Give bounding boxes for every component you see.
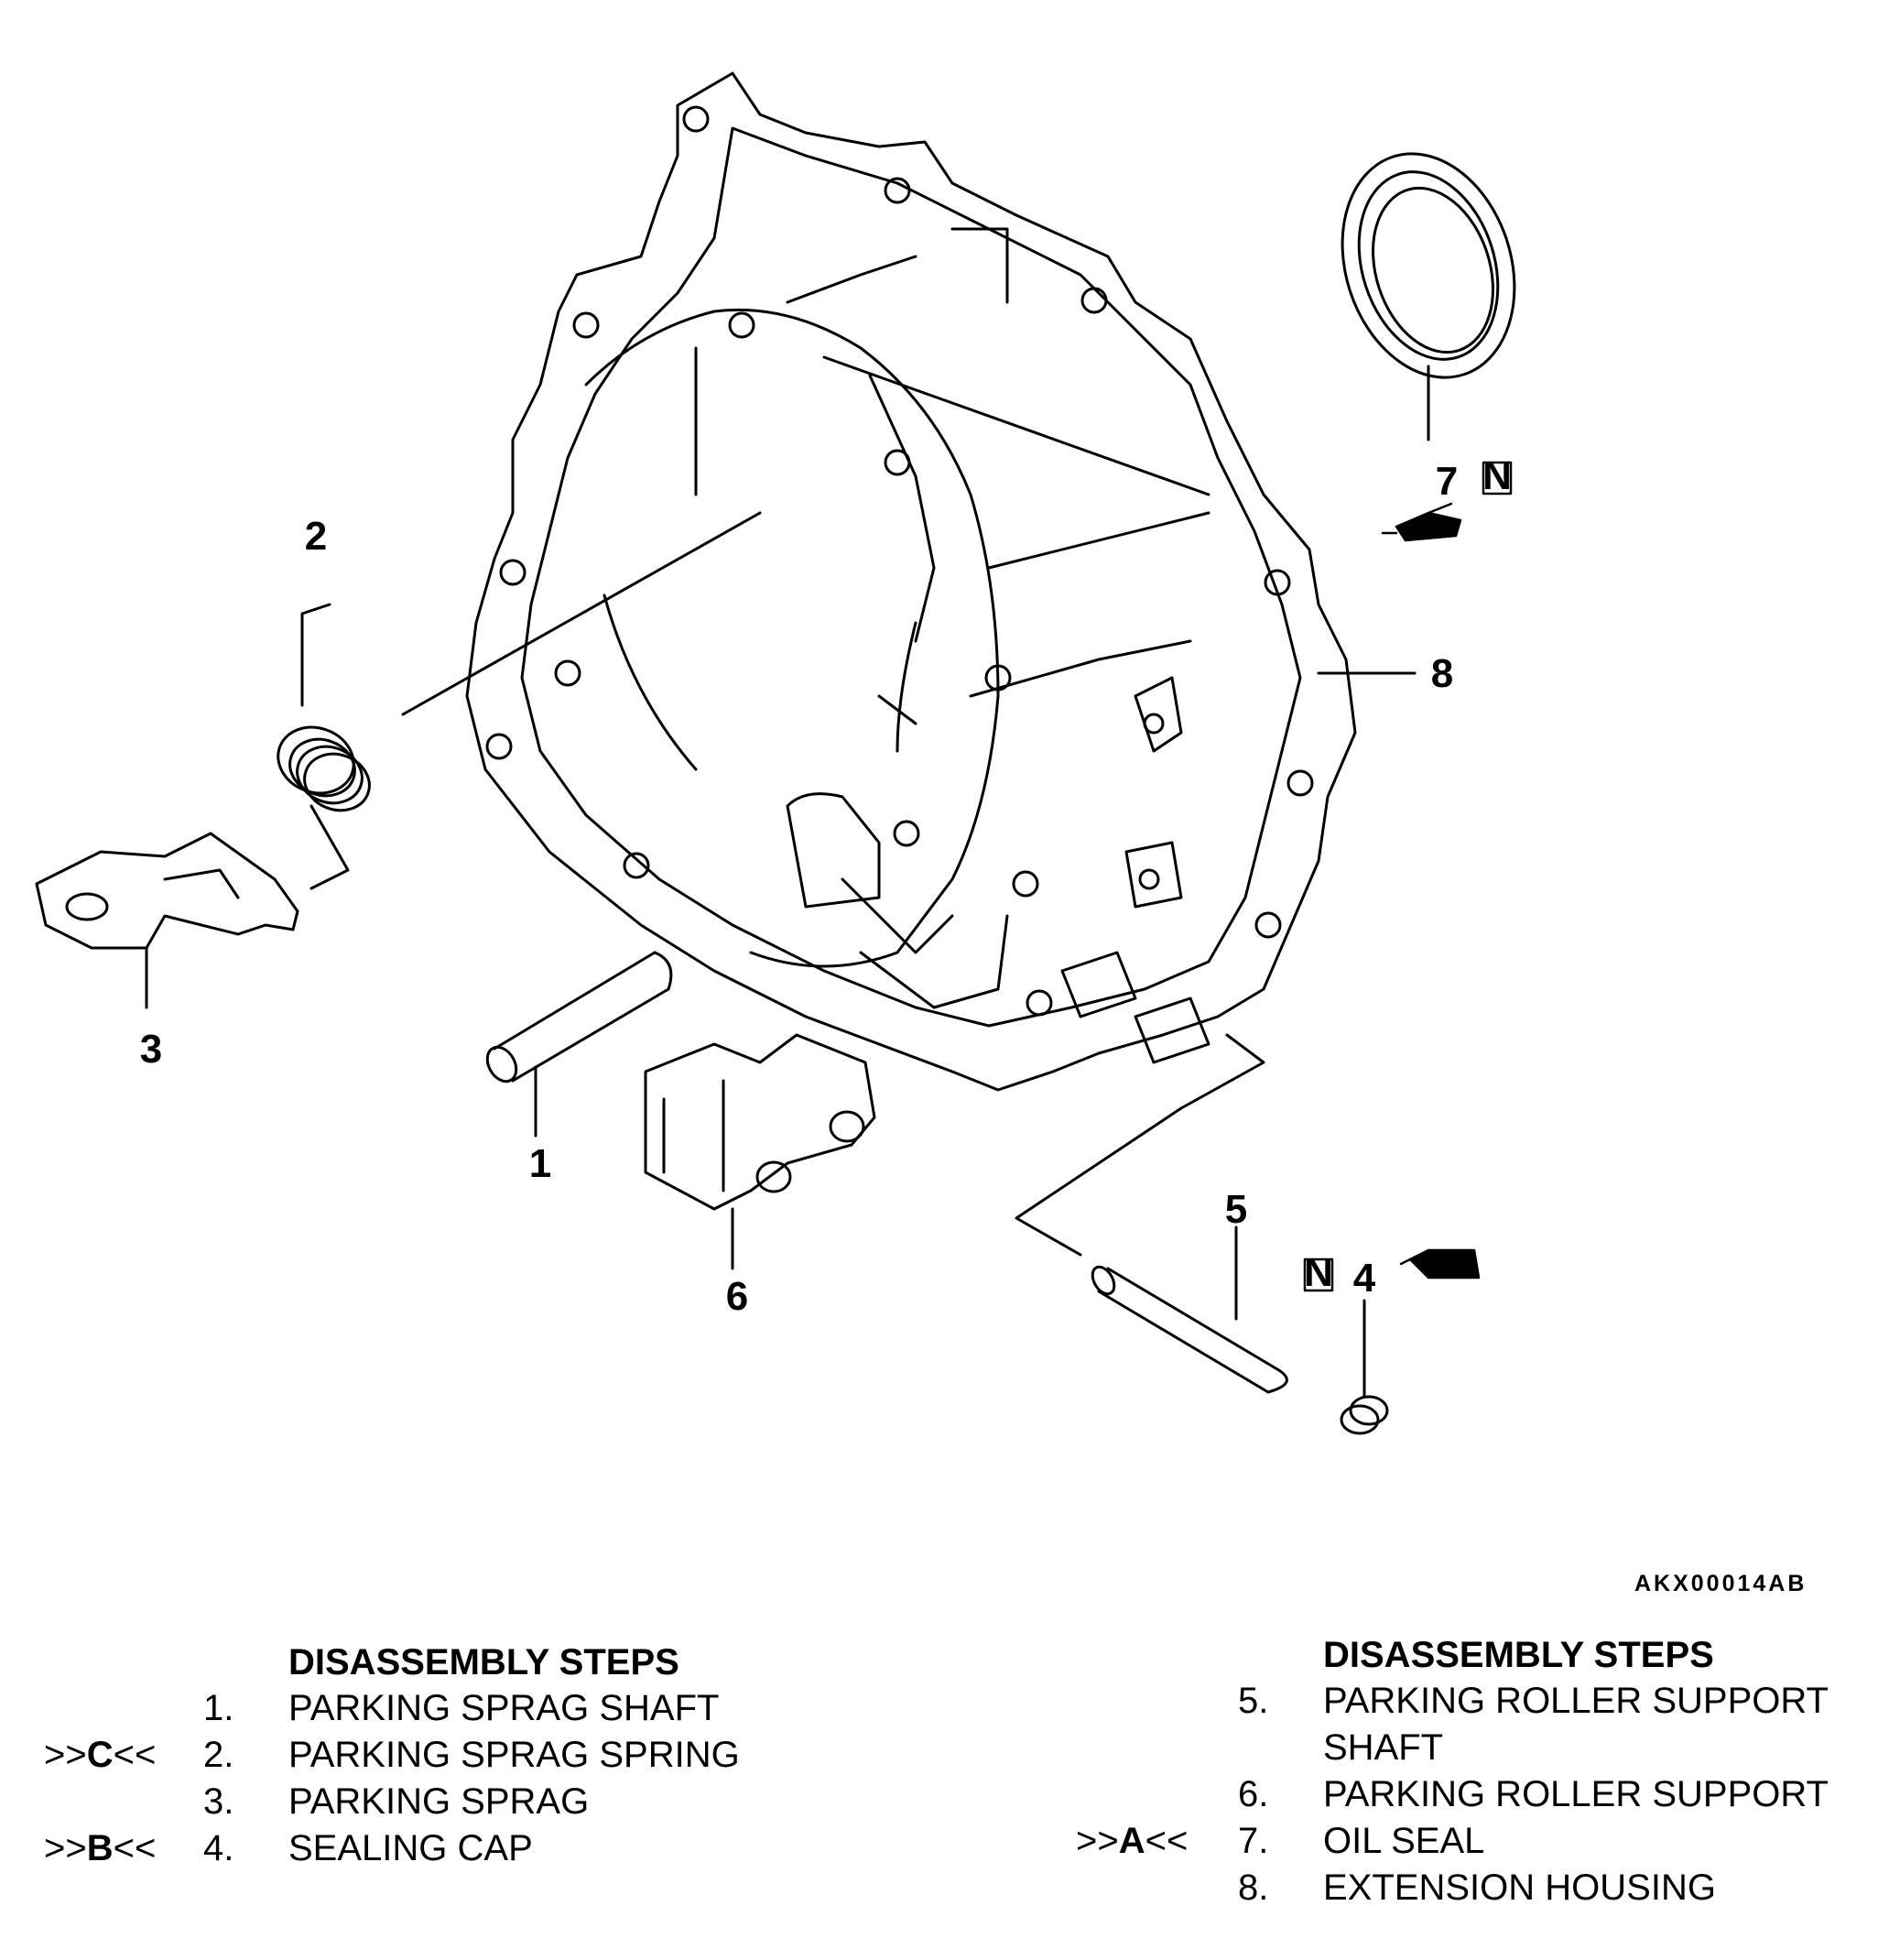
sealant-tube-icon — [1399, 1248, 1481, 1279]
parking-sprag-shaft-drawing — [485, 951, 673, 1138]
step-number: 1. — [203, 1688, 234, 1728]
new-part-box-4 — [1303, 1258, 1334, 1292]
step-name: EXTENSION HOUSING — [1323, 1867, 1716, 1908]
step-row: 8. EXTENSION HOUSING — [1053, 1865, 1877, 1911]
new-part-symbol-4: N — [1304, 1250, 1333, 1295]
callout-8: 8 — [1431, 651, 1453, 696]
figure-id: AKX00014AB — [1634, 1571, 1807, 1596]
step-number: 7. — [1238, 1821, 1269, 1861]
parking-roller-support-shaft-drawing — [1015, 1033, 1288, 1394]
callout-2: 2 — [305, 514, 327, 559]
exploded-parts-diagram: N N 1 2 3 4 5 6 7 8 — [35, 71, 1516, 1435]
oil-seal-drawing — [1341, 152, 1516, 441]
disassembly-steps-right: DISASSEMBLY STEPS 5. PARKING ROLLER SUPP… — [1053, 1632, 1877, 1925]
extension-housing-drawing — [465, 71, 1357, 1092]
step-mark: >>A<< — [1076, 1821, 1189, 1861]
new-part-box-7 — [1482, 461, 1513, 495]
steps-left-title: DISASSEMBLY STEPS — [288, 1642, 679, 1682]
step-name-continuation: SHAFT — [1323, 1727, 1444, 1768]
steps-right-title: DISASSEMBLY STEPS — [1323, 1635, 1714, 1675]
parking-roller-support-drawing — [644, 1033, 876, 1270]
step-name: OIL SEAL — [1323, 1821, 1485, 1861]
step-name: PARKING ROLLER SUPPORT — [1323, 1774, 1829, 1814]
step-name: PARKING SPRAG — [288, 1781, 590, 1822]
step-number: 4. — [203, 1828, 234, 1868]
parking-sprag-spring-drawing — [277, 603, 371, 890]
parking-sprag-drawing — [35, 832, 299, 1009]
sealing-cap-drawing — [1340, 1299, 1389, 1435]
lubricant-icon — [1381, 502, 1462, 542]
step-row: >>B<< 4. SEALING CAP — [0, 1825, 916, 1872]
step-number: 5. — [1238, 1681, 1269, 1721]
step-row-continuation: SHAFT — [1053, 1725, 1877, 1771]
step-row: >>C<< 2. PARKING SPRAG SPRING — [0, 1732, 916, 1779]
step-number: 2. — [203, 1735, 234, 1775]
callout-5: 5 — [1225, 1187, 1247, 1232]
leader-into-housing — [401, 511, 762, 716]
step-name: PARKING ROLLER SUPPORT — [1323, 1681, 1829, 1721]
callout-1: 1 — [529, 1141, 551, 1186]
step-mark: >>C<< — [44, 1735, 157, 1775]
disassembly-steps-left: DISASSEMBLY STEPS 1. PARKING SPRAG SHAFT… — [0, 1639, 916, 1878]
callout-3: 3 — [140, 1027, 162, 1072]
step-row: >>A<< 7. OIL SEAL — [1053, 1818, 1877, 1865]
step-number: 3. — [203, 1781, 234, 1822]
step-row: 1. PARKING SPRAG SHAFT — [0, 1685, 916, 1732]
callout-7: 7 — [1436, 459, 1458, 504]
step-number: 8. — [1238, 1867, 1269, 1908]
step-name: PARKING SPRAG SPRING — [288, 1735, 740, 1775]
new-part-symbol-7: N — [1482, 453, 1512, 498]
step-row: 3. PARKING SPRAG — [0, 1779, 916, 1825]
callout-6: 6 — [726, 1274, 748, 1319]
step-number: 6. — [1238, 1774, 1269, 1814]
step-name: PARKING SPRAG SHAFT — [288, 1688, 720, 1728]
step-row: 5. PARKING ROLLER SUPPORT — [1053, 1678, 1877, 1725]
callout-4: 4 — [1353, 1256, 1376, 1301]
step-mark: >>B<< — [44, 1828, 157, 1868]
step-row: 6. PARKING ROLLER SUPPORT — [1053, 1771, 1877, 1818]
step-name: SEALING CAP — [288, 1828, 533, 1868]
